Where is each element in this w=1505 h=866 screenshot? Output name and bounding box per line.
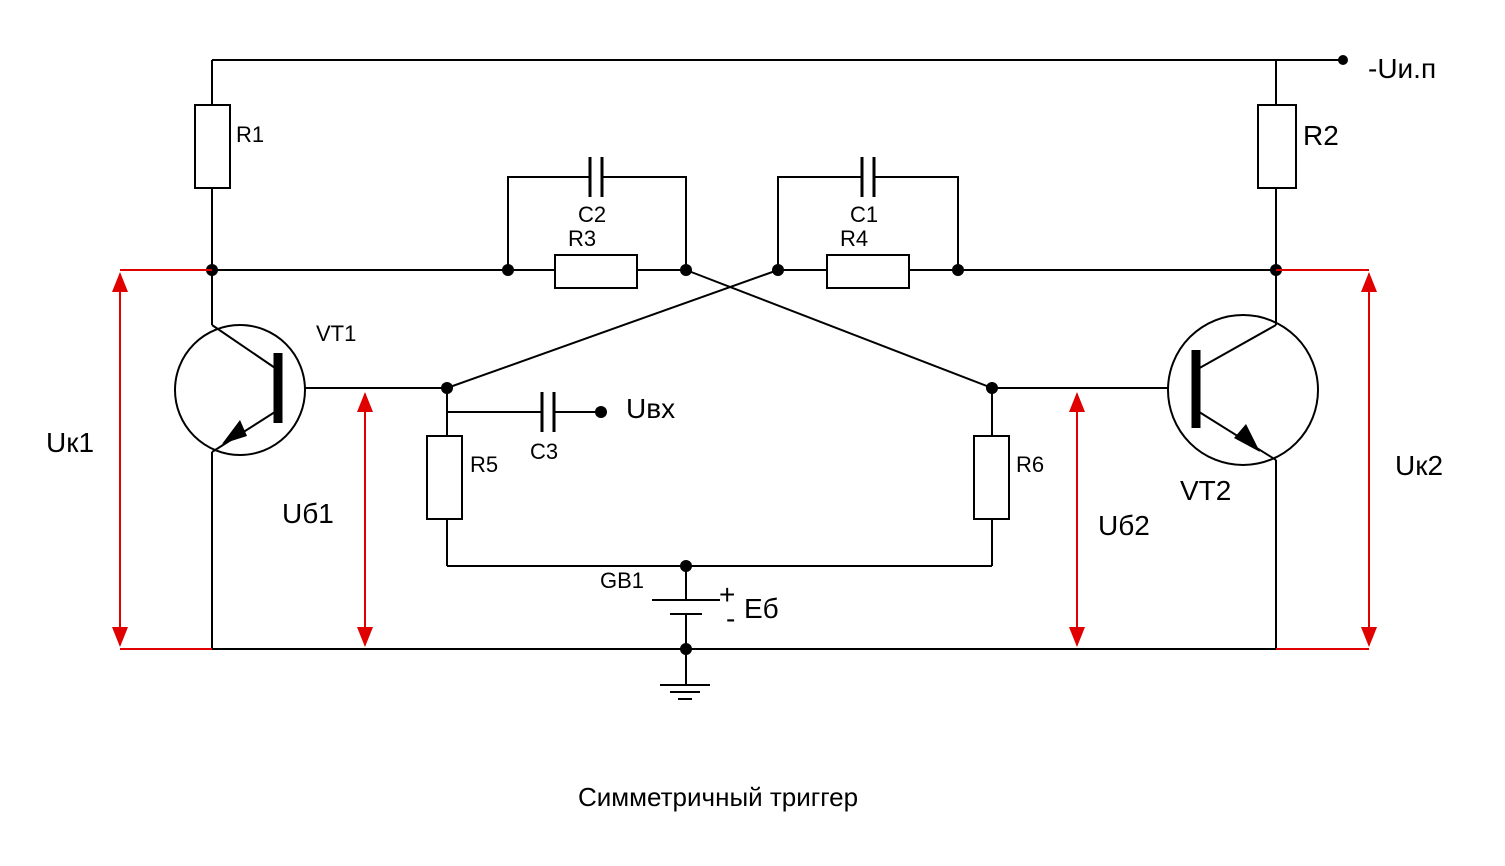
- label-vt2: VT2: [1180, 475, 1231, 506]
- cross-coupling: [446, 269, 993, 389]
- bias-battery-gb1: [447, 565, 992, 649]
- measurement-uk2: [1276, 269, 1377, 650]
- label-ub1: Uб1: [282, 498, 334, 529]
- label-r3: R3: [568, 226, 596, 251]
- capacitor-c3: [447, 392, 607, 432]
- resistor-r1: [194, 60, 231, 270]
- resistor-r5: [426, 388, 463, 566]
- capacitor-c1: [777, 157, 959, 270]
- capacitor-c2: [507, 157, 687, 270]
- label-r5: R5: [470, 452, 498, 477]
- label-uk1: Uк1: [46, 427, 94, 458]
- transistor-vt2: [992, 270, 1319, 649]
- label-ub2: Uб2: [1098, 510, 1150, 541]
- label-c2: C2: [578, 202, 606, 227]
- label-supply: -Uи.п: [1368, 53, 1436, 84]
- label-input: Uвх: [626, 393, 675, 424]
- label-r1: R1: [236, 122, 264, 147]
- label-r2: R2: [1303, 120, 1339, 151]
- label-c1: C1: [850, 202, 878, 227]
- label-r4: R4: [840, 226, 868, 251]
- label-bias: Eб: [744, 593, 779, 624]
- label-minus: -: [726, 603, 735, 634]
- label-vt1: VT1: [316, 321, 356, 346]
- resistor-r2: [1257, 60, 1297, 270]
- diagram-caption: Симметричный триггер: [578, 782, 858, 812]
- label-c3: C3: [530, 439, 558, 464]
- label-r6: R6: [1016, 452, 1044, 477]
- supply-rail: [212, 55, 1348, 65]
- label-uk2: Uк2: [1395, 450, 1443, 481]
- ground-rail: [212, 648, 1276, 700]
- label-plus: +: [719, 579, 735, 610]
- measurement-uk1: [112, 269, 212, 650]
- resistor-r6: [973, 388, 1010, 566]
- collector-line: [212, 254, 1276, 289]
- label-gb1: GB1: [600, 568, 644, 593]
- transistor-vt1: [174, 270, 447, 649]
